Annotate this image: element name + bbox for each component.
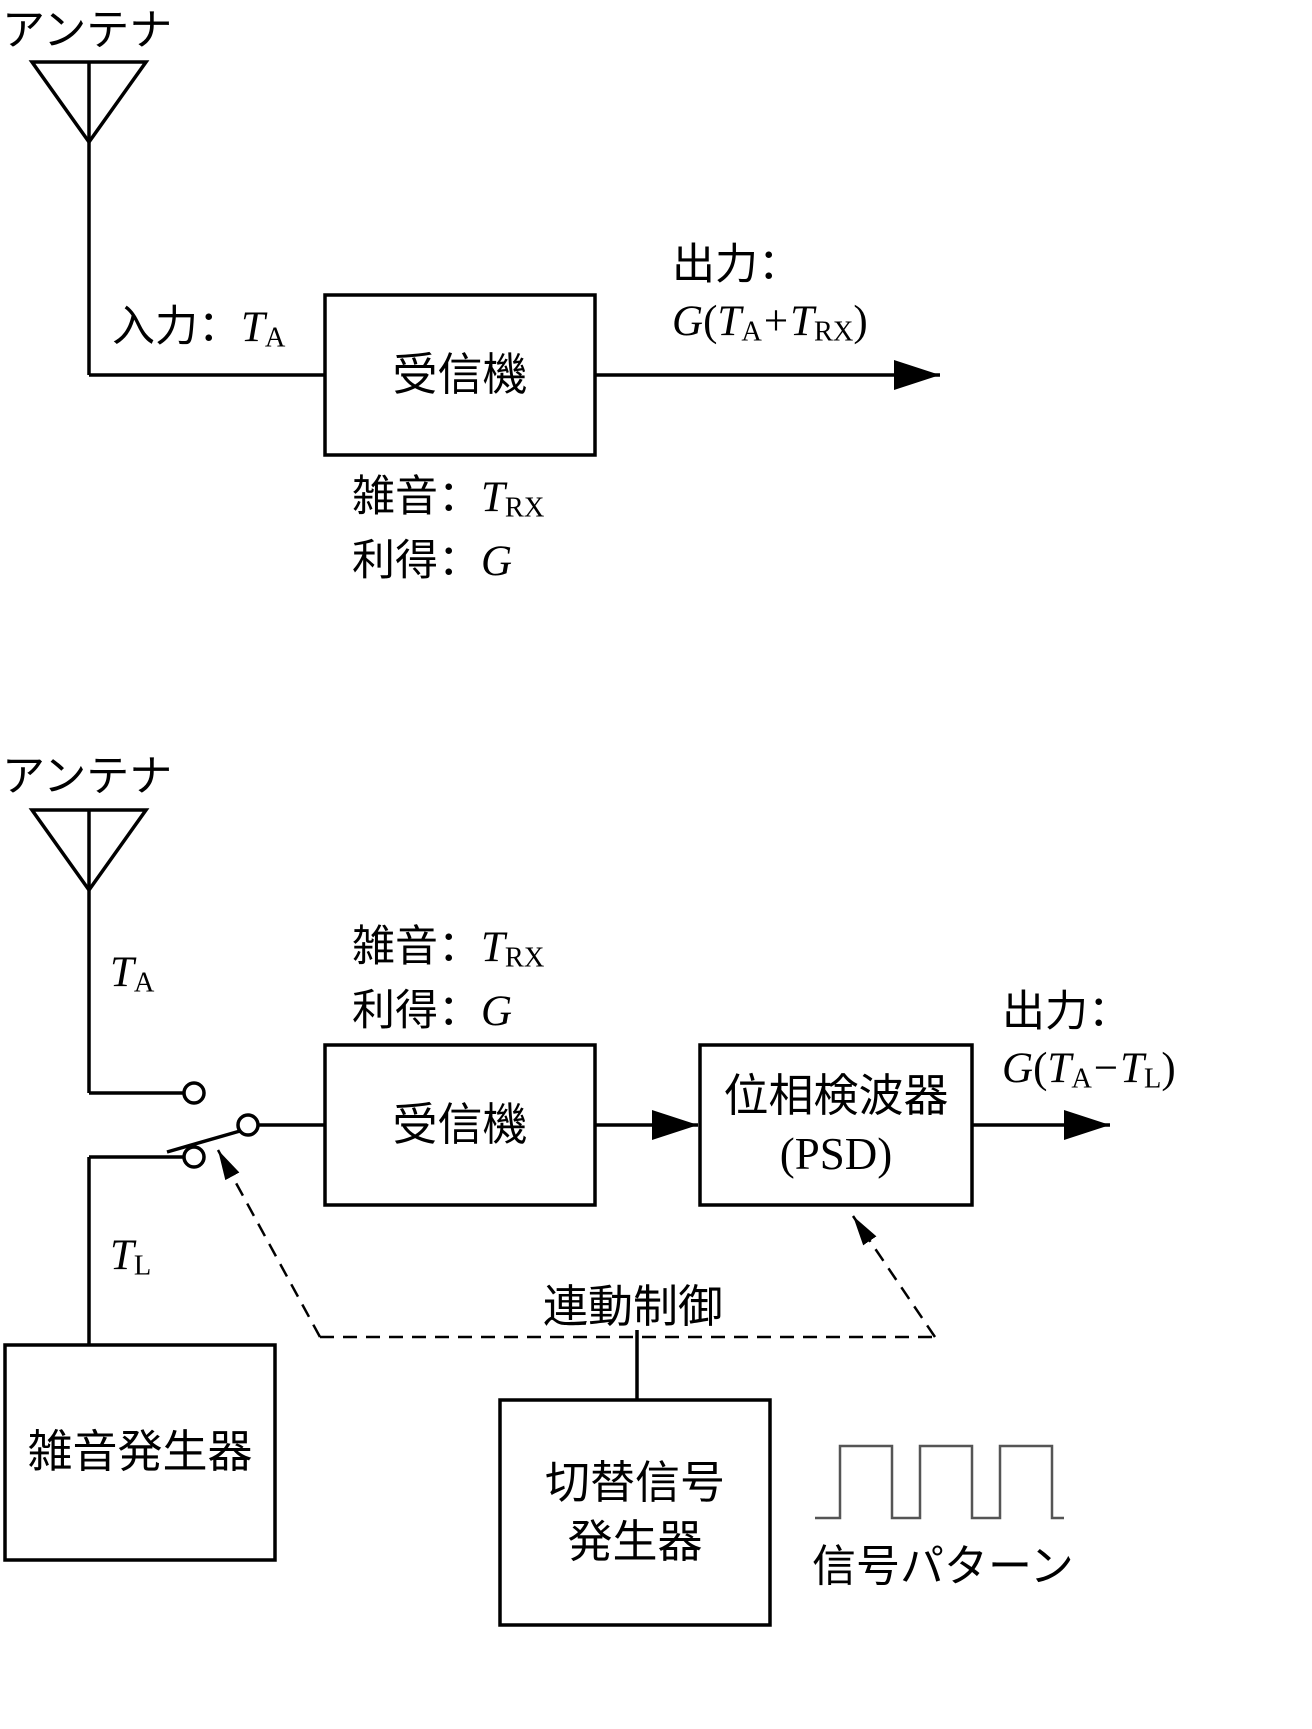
antenna-text-bottom: アンテナ bbox=[2, 754, 173, 801]
math-sub-L: L bbox=[133, 1250, 152, 1282]
math-close-paren: ) bbox=[853, 297, 868, 345]
output-prefix-bottom: 出力： bbox=[1002, 985, 1176, 1041]
math-sub-L: L bbox=[1144, 1063, 1162, 1095]
math-T: T bbox=[717, 297, 742, 345]
interlock-control-text: 連動制御 bbox=[543, 1282, 724, 1332]
switch-signal-generator-label: 切替信号 発生器 bbox=[500, 1400, 770, 1625]
math-T: T bbox=[241, 304, 265, 351]
math-T: T bbox=[110, 949, 134, 996]
noise-generator-box bbox=[3, 1343, 277, 1562]
noise-generator-text: 雑音発生器 bbox=[27, 1427, 253, 1478]
math-sub-A: A bbox=[741, 316, 762, 348]
output-prefix-text-top: 出力： bbox=[672, 242, 801, 289]
receiver-label-bottom: 受信機 bbox=[325, 1045, 595, 1205]
gain-label-bottom: 利得：G bbox=[352, 984, 512, 1040]
gain-prefix: 利得： bbox=[352, 988, 481, 1035]
interlock-control-label: 連動制御 bbox=[543, 1278, 723, 1337]
gain-label-top: 利得：G bbox=[352, 534, 512, 590]
math-T: T bbox=[790, 297, 814, 345]
switch-pole bbox=[236, 1113, 260, 1137]
math-sub-A: A bbox=[264, 322, 286, 354]
antenna-label-top: アンテナ bbox=[2, 4, 172, 60]
math-close-paren: ) bbox=[1161, 1044, 1176, 1092]
switch-contact-load bbox=[182, 1145, 206, 1169]
signal-pattern-label: 信号パターン bbox=[812, 1538, 1074, 1595]
switch-signal-text-line1: 切替信号 bbox=[544, 1458, 725, 1508]
output-label-bottom: 出力： G(TA−TL) bbox=[1002, 985, 1176, 1097]
switch-arm bbox=[166, 1129, 241, 1154]
tl-label: TL bbox=[110, 1228, 151, 1284]
psd-label: 位相検波器 (PSD) bbox=[700, 1045, 972, 1205]
output-label-top: 出力： G(TA+TRX) bbox=[672, 238, 868, 350]
input-prefix: 入力： bbox=[112, 304, 241, 351]
psd-name-text: 位相検波器 bbox=[723, 1070, 949, 1121]
math-G: G bbox=[481, 538, 513, 585]
math-sub-RX: RX bbox=[504, 492, 545, 524]
math-open-paren: ( bbox=[703, 297, 718, 345]
math-G: G bbox=[672, 297, 704, 345]
noise-label-bottom: 雑音：TRX bbox=[352, 920, 544, 976]
switch-signal-generator-box bbox=[498, 1398, 772, 1627]
receiver-text-top: 受信機 bbox=[392, 349, 528, 400]
antenna-label-bottom: アンテナ bbox=[2, 750, 172, 806]
input-label: 入力：TA bbox=[112, 300, 285, 356]
switch-signal-text-line2: 発生器 bbox=[567, 1516, 703, 1567]
ta-label: TA bbox=[110, 945, 154, 1001]
math-T: T bbox=[1047, 1044, 1072, 1092]
math-sub-A: A bbox=[133, 967, 155, 999]
interlock-arrow-to-switch bbox=[216, 1149, 322, 1338]
math-sub-A: A bbox=[1071, 1063, 1092, 1095]
switch-contact-antenna bbox=[182, 1081, 206, 1105]
noise-generator-label: 雑音発生器 bbox=[5, 1345, 275, 1560]
math-minus: − bbox=[1093, 1044, 1119, 1092]
output-prefix-top: 出力： bbox=[672, 238, 868, 294]
output-prefix-text-bottom: 出力： bbox=[1002, 989, 1131, 1036]
output-formula-top: G(TA+TRX) bbox=[672, 294, 868, 350]
receiver-box-bottom bbox=[323, 1043, 597, 1207]
math-T: T bbox=[481, 474, 505, 521]
math-sub-RX: RX bbox=[504, 942, 545, 974]
math-open-paren: ( bbox=[1033, 1044, 1048, 1092]
psd-box bbox=[698, 1043, 974, 1207]
noise-prefix: 雑音： bbox=[352, 924, 481, 971]
math-G: G bbox=[481, 988, 513, 1035]
math-T: T bbox=[110, 1232, 134, 1279]
math-T: T bbox=[481, 924, 505, 971]
receiver-label-top: 受信機 bbox=[325, 295, 595, 455]
math-T: T bbox=[1120, 1044, 1144, 1092]
antenna-text-top: アンテナ bbox=[2, 8, 173, 55]
noise-label-top: 雑音：TRX bbox=[352, 470, 544, 526]
noise-prefix: 雑音： bbox=[352, 474, 481, 521]
interlock-arrow-to-psd bbox=[851, 1215, 937, 1338]
psd-abbr-text: (PSD) bbox=[779, 1129, 893, 1179]
gain-prefix: 利得： bbox=[352, 538, 481, 585]
math-G: G bbox=[1002, 1044, 1034, 1092]
output-formula-bottom: G(TA−TL) bbox=[1002, 1041, 1176, 1097]
math-plus: + bbox=[763, 297, 789, 345]
signal-pattern-waveform bbox=[815, 1444, 1064, 1520]
math-sub-RX: RX bbox=[814, 316, 854, 348]
receiver-text-bottom: 受信機 bbox=[392, 1099, 528, 1150]
receiver-box-top bbox=[323, 293, 597, 457]
signal-pattern-text: 信号パターン bbox=[812, 1542, 1074, 1591]
